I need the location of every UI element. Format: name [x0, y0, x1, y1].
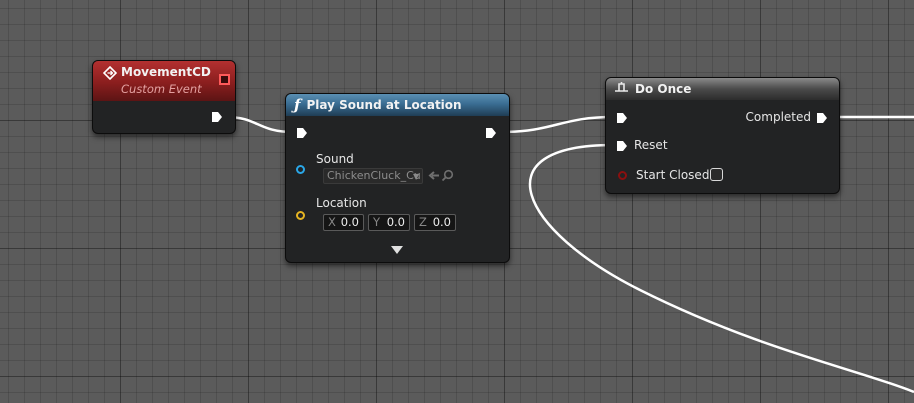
do-once-exec-in-pin[interactable]: [616, 112, 628, 124]
dropdown-arrow-icon: ▼: [413, 172, 420, 181]
location-x-axis: X: [328, 215, 336, 229]
exec-wire-event-to-sound: [225, 115, 294, 134]
start-closed-label: Start Closed: [636, 168, 710, 182]
start-closed-checkbox[interactable]: [710, 168, 723, 181]
function-exec-in-pin[interactable]: [296, 127, 308, 139]
sound-asset-dropdown[interactable]: ChickenCluck_Cu: [323, 168, 423, 184]
sound-asset-value: ChickenCluck_Cu: [327, 169, 421, 182]
do-once-header[interactable]: Do Once: [606, 78, 839, 100]
location-z-axis: Z: [419, 215, 427, 229]
custom-event-header[interactable]: MovementCD Custom Event: [93, 61, 235, 101]
sound-label: Sound: [316, 152, 354, 166]
event-title: MovementCD: [121, 65, 211, 79]
function-icon: ƒ: [294, 96, 301, 114]
exec-wire-sound-to-doonce: [499, 115, 614, 134]
location-z-value: 0.0: [432, 215, 451, 229]
location-y-field[interactable]: Y 0.0: [368, 214, 410, 231]
delegate-pin[interactable]: [219, 74, 230, 85]
macro-icon: [614, 81, 629, 97]
location-y-axis: Y: [373, 215, 381, 229]
expand-advanced-pins-chevron-down-icon[interactable]: [391, 244, 403, 258]
function-header[interactable]: ƒ Play Sound at Location: [286, 94, 509, 116]
start-closed-bool-pin[interactable]: [618, 171, 627, 180]
browse-asset-search-icon[interactable]: [441, 169, 454, 185]
event-diamond-icon: [102, 65, 118, 83]
do-once-title: Do Once: [635, 82, 692, 96]
reset-label: Reset: [634, 138, 668, 152]
location-label: Location: [316, 196, 367, 210]
function-exec-out-pin[interactable]: [485, 127, 497, 139]
function-title: Play Sound at Location: [306, 98, 462, 112]
location-x-field[interactable]: X 0.0: [323, 214, 364, 231]
completed-label: Completed: [745, 110, 811, 124]
location-x-value: 0.0: [340, 215, 359, 229]
event-exec-out-pin[interactable]: [211, 111, 223, 123]
completed-exec-out-pin[interactable]: [816, 112, 828, 124]
location-z-field[interactable]: Z 0.0: [414, 214, 456, 231]
reset-exec-in-pin[interactable]: [616, 140, 628, 152]
sound-pin[interactable]: [296, 165, 305, 174]
event-subtitle: Custom Event: [121, 82, 202, 96]
play-sound-at-location-node[interactable]: ƒ Play Sound at Location Sound ChickenCl…: [285, 93, 510, 263]
do-once-node[interactable]: Do Once Completed Reset Start Closed: [605, 77, 840, 194]
exec-wire-reset-loop: [528, 143, 914, 394]
custom-event-node[interactable]: MovementCD Custom Event: [92, 60, 236, 134]
use-selected-asset-icon[interactable]: [427, 169, 440, 185]
location-y-value: 0.0: [386, 215, 405, 229]
location-pin[interactable]: [296, 211, 305, 220]
